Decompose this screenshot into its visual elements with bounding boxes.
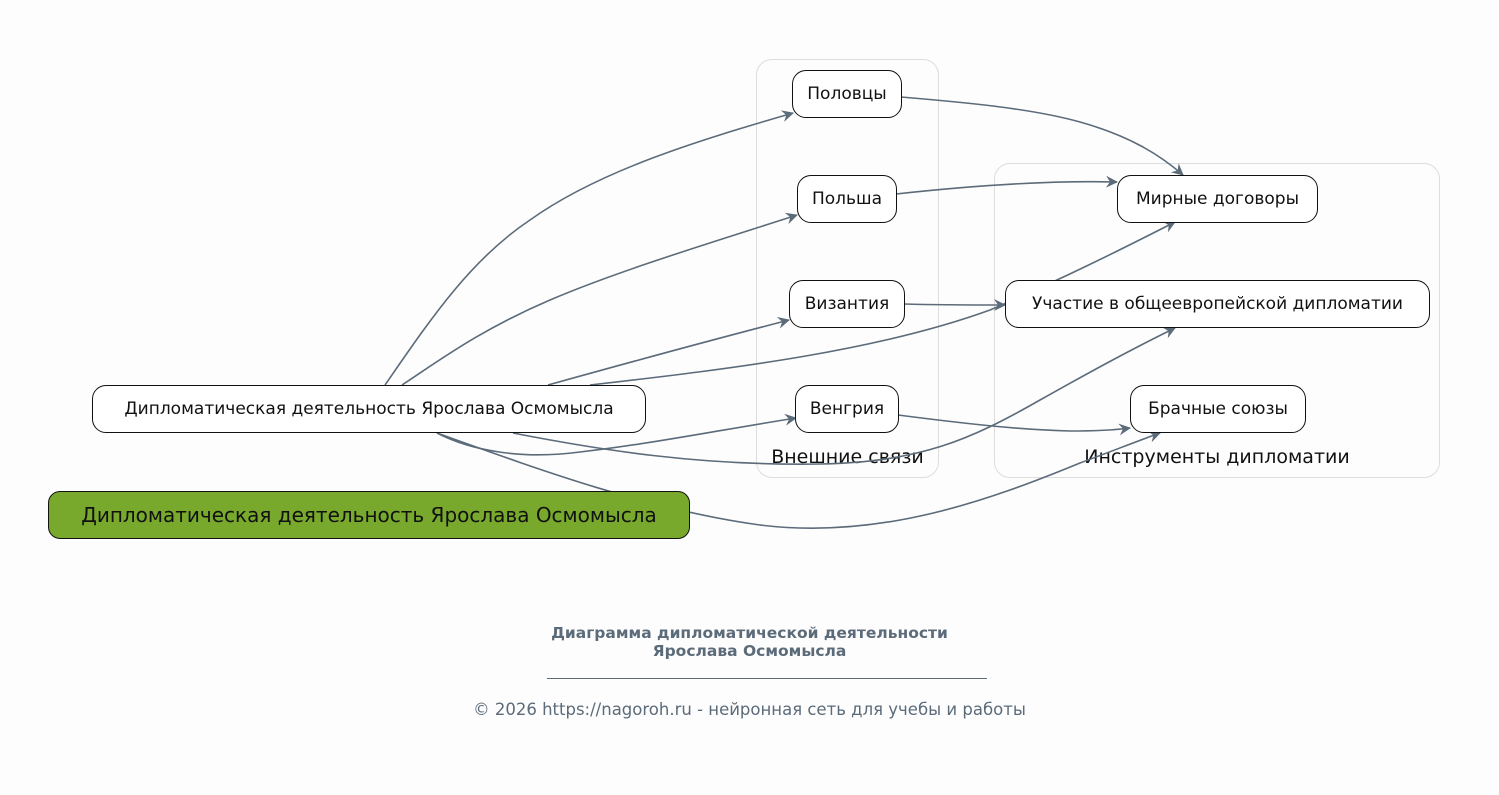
node-label: Венгрия: [809, 399, 885, 419]
edge-source-poland: [401, 212, 798, 386]
node-marriage-alliances[interactable]: Брачные союзы: [1130, 385, 1306, 433]
node-european-diplomacy[interactable]: Участие в общеевропейской дипломатии: [1005, 280, 1430, 328]
node-label: Дипломатическая деятельность Ярослава Ос…: [124, 399, 614, 419]
node-label: Дипломатическая деятельность Ярослава Ос…: [81, 503, 657, 527]
node-byzantium[interactable]: Византия: [789, 280, 905, 328]
node-label: Брачные союзы: [1148, 399, 1288, 419]
edge-source-polovtsy: [384, 110, 794, 386]
node-label: Византия: [804, 294, 890, 314]
node-label: Половцы: [807, 84, 887, 104]
diagram-caption: Диаграмма дипломатической деятельности Я…: [0, 624, 1499, 660]
caption-line-1: Диаграмма дипломатической деятельности: [551, 624, 948, 642]
cluster-label-external-relations: Внешние связи: [771, 446, 924, 468]
node-label: Польша: [811, 189, 883, 209]
node-source[interactable]: Дипломатическая деятельность Ярослава Ос…: [92, 385, 646, 433]
caption-line-2: Ярослава Осмомысла: [652, 642, 847, 660]
cluster-label-diplomacy-instruments: Инструменты дипломатии: [1084, 446, 1350, 468]
copyright-text: © 2026 https://nagoroh.ru - нейронная се…: [473, 700, 1026, 719]
edge-source-byzantium: [547, 316, 790, 386]
node-label: Мирные договоры: [1135, 189, 1300, 209]
caption-divider: [547, 678, 987, 679]
node-label: Участие в общеевропейской дипломатии: [1032, 294, 1403, 314]
node-peace-treaties[interactable]: Мирные договоры: [1117, 175, 1318, 223]
node-root[interactable]: Дипломатическая деятельность Ярослава Ос…: [48, 491, 690, 539]
node-poland[interactable]: Польша: [797, 175, 897, 223]
node-polovtsy[interactable]: Половцы: [792, 70, 902, 118]
node-hungary[interactable]: Венгрия: [795, 385, 899, 433]
